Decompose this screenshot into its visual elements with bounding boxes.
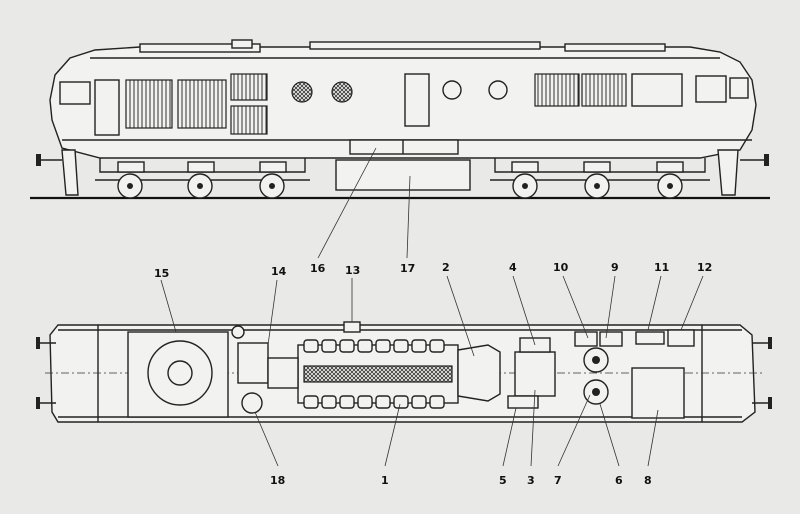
rear-buffers [717,149,769,196]
label-6: 6 [615,474,623,487]
side-louvre-6 [581,73,627,107]
porthole-2 [331,81,353,103]
porthole-3 [442,80,462,100]
label-14: 14 [271,265,287,278]
roof-hatch-rear [309,41,541,50]
label-13: 13 [345,264,360,277]
label-11: 11 [654,261,669,274]
side-louvre-4 [230,105,268,135]
control-box-12 [667,329,695,347]
label-10: 10 [553,261,569,274]
control-box-9 [599,331,623,347]
label-4: 4 [509,261,517,274]
side-louvre-5 [534,73,580,107]
electrical-cabinet [631,367,685,419]
label-12: 12 [697,261,712,274]
side-louvre-3 [230,73,268,101]
side-elevation-view [30,39,770,259]
side-louvre-2 [177,79,227,129]
roof-exhaust [231,39,253,49]
roof-hatch [139,43,261,53]
label-2: 2 [442,261,450,274]
front-cab-window [59,81,91,105]
engine-cylinders [303,339,445,409]
battery-box [349,139,459,155]
rear-cab-window-2 [729,77,749,99]
roof-fitting [343,321,361,333]
label-7: 7 [554,474,562,487]
label-15: 15 [154,267,169,280]
front-cab-door [94,79,120,136]
rear-bogie [490,158,710,199]
label-16: 16 [310,262,326,275]
auxiliary-compressor [241,392,263,414]
part-labels: 16 17 15 14 13 2 4 10 9 11 12 18 1 5 3 7… [154,261,712,487]
label-17: 17 [400,262,415,275]
label-18: 18 [270,474,285,487]
rear-cab-window [695,75,727,103]
traction-generator [514,351,556,397]
side-panel-door [404,73,430,127]
plan-view [36,321,772,423]
label-8: 8 [644,474,652,487]
label-1: 1 [381,474,389,487]
front-buffers [36,149,79,196]
label-3: 3 [527,474,535,487]
main-generator [457,344,501,402]
plan-rear-buffers [752,337,772,409]
side-panel-rear [631,73,683,107]
porthole-1 [291,81,313,103]
front-bogie [95,158,310,199]
control-box-11 [635,331,665,345]
auxiliary-unit [237,342,269,384]
porthole-4 [488,80,508,100]
label-5: 5 [499,474,507,487]
label-9: 9 [611,261,619,274]
blower-unit [507,395,539,409]
fuel-tank [335,159,471,191]
diesel-engine [267,344,459,404]
plan-front-buffers [36,337,56,409]
leader-lines [160,275,704,467]
side-louvre-1 [125,79,173,129]
